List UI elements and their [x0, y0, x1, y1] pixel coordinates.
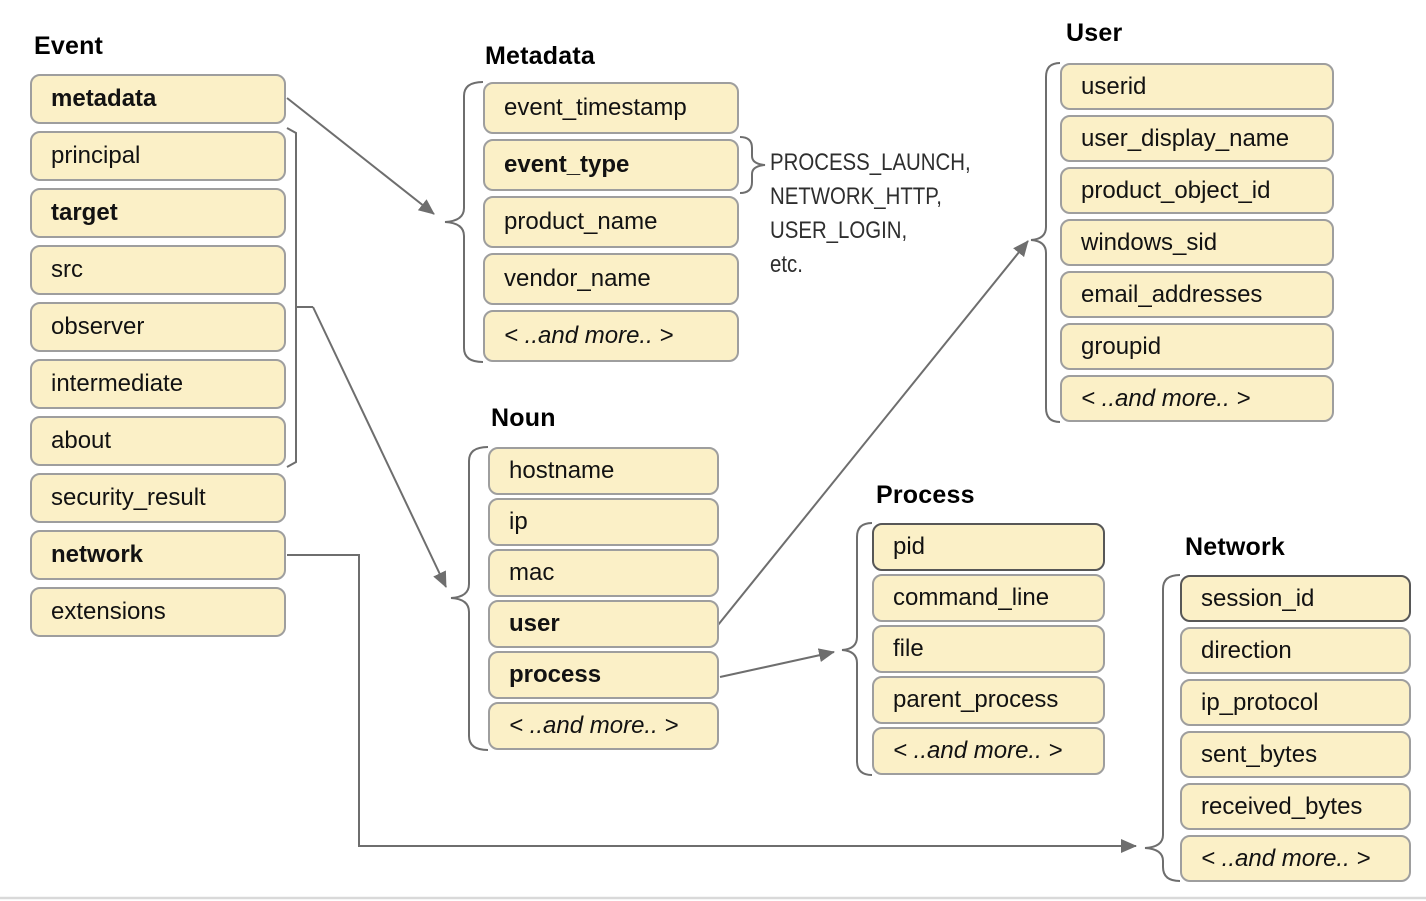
event-type-example: NETWORK_HTTP, [770, 183, 942, 210]
event-type-brace [739, 136, 766, 194]
arrow-network-to-network-group [287, 554, 1137, 853]
field-parent-process: parent_process [872, 676, 1105, 724]
field-email-addresses: email_addresses [1060, 271, 1334, 318]
user-group-title: User [1066, 19, 1123, 47]
field-event-timestamp: event_timestamp [483, 82, 739, 134]
field-ip-protocol: ip_protocol [1180, 679, 1411, 726]
field-src: src [30, 245, 286, 295]
field-metadata: metadata [30, 74, 286, 124]
field-user-display-name: user_display_name [1060, 115, 1334, 162]
field-command-line: command_line [872, 574, 1105, 622]
network-group-brace [1144, 574, 1181, 882]
noun-group-title: Noun [491, 404, 556, 432]
field-observer: observer [30, 302, 286, 352]
field-groupid: groupid [1060, 323, 1334, 370]
event-type-example: PROCESS_LAUNCH, [770, 149, 971, 176]
field-file: file [872, 625, 1105, 673]
user-group-brace [1030, 62, 1061, 423]
network-group-fields: session_id direction ip_protocol sent_bytes… [1180, 575, 1411, 882]
arrow-user-to-user-group [717, 240, 1029, 626]
field-and-more: < ..and more.. > [488, 702, 719, 750]
noun-group-brace [450, 446, 489, 751]
field-and-more: < ..and more.. > [483, 310, 739, 362]
event-nouns-bracket [286, 127, 297, 468]
field-pid: pid [872, 523, 1105, 571]
field-ip: ip [488, 498, 719, 546]
network-group-title: Network [1185, 533, 1286, 561]
field-windows-sid: windows_sid [1060, 219, 1334, 266]
field-product-object-id: product_object_id [1060, 167, 1334, 214]
user-group-fields: userid user_display_name product_object_id… [1060, 63, 1334, 422]
field-about: about [30, 416, 286, 466]
field-session-id: session_id [1180, 575, 1411, 622]
arrow-bracket-to-noun-group [312, 306, 447, 588]
arrow-metadata-to-metadata-group [286, 97, 435, 215]
arrow-process-to-process-group [719, 648, 835, 678]
field-extensions: extensions [30, 587, 286, 637]
field-security-result: security_result [30, 473, 286, 523]
event-type-example: etc. [770, 251, 803, 278]
field-direction: direction [1180, 627, 1411, 674]
field-hostname: hostname [488, 447, 719, 495]
field-received-bytes: received_bytes [1180, 783, 1411, 830]
process-group-brace [841, 522, 873, 776]
field-network: network [30, 530, 286, 580]
field-intermediate: intermediate [30, 359, 286, 409]
field-product-name: product_name [483, 196, 739, 248]
process-group-title: Process [876, 481, 975, 509]
event-group-title: Event [34, 32, 104, 60]
metadata-group-brace [444, 81, 484, 363]
field-and-more: < ..and more.. > [1180, 835, 1411, 882]
field-event-type: event_type [483, 139, 739, 191]
field-mac: mac [488, 549, 719, 597]
field-sent-bytes: sent_bytes [1180, 731, 1411, 778]
metadata-group-title: Metadata [485, 42, 595, 70]
field-target: target [30, 188, 286, 238]
field-userid: userid [1060, 63, 1334, 110]
field-and-more: < ..and more.. > [872, 727, 1105, 775]
field-user: user [488, 600, 719, 648]
event-group-fields: metadata principal target src observer interm… [30, 74, 286, 637]
field-and-more: < ..and more.. > [1060, 375, 1334, 422]
event-type-examples: PROCESS_LAUNCH, NETWORK_HTTP, USER_LOGIN… [770, 146, 971, 282]
field-principal: principal [30, 131, 286, 181]
field-process: process [488, 651, 719, 699]
field-vendor-name: vendor_name [483, 253, 739, 305]
event-type-example: USER_LOGIN, [770, 217, 908, 244]
